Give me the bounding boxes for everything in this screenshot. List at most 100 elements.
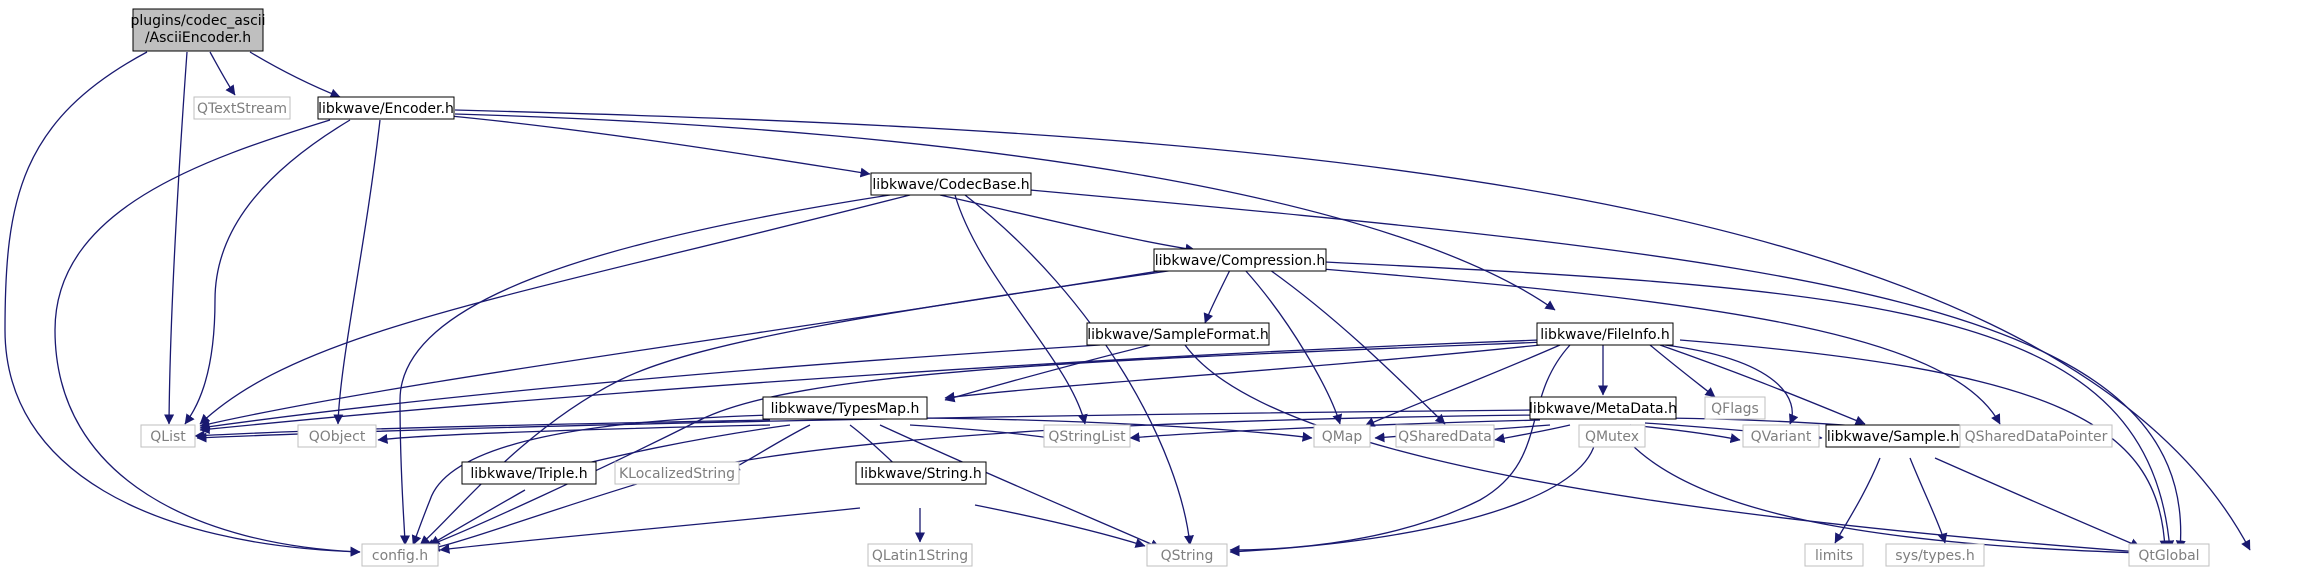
node-metadata-label: libkwave/MetaData.h xyxy=(1529,401,1677,417)
node-qstringlist[interactable]: QStringList xyxy=(1043,424,1131,448)
edge-encoder-to-qobject xyxy=(333,119,381,425)
edge-typesmap-to-qlist xyxy=(194,419,771,441)
node-qshareddata[interactable]: QSharedData xyxy=(1395,424,1495,448)
edge-compression-to-qshareddatapointer xyxy=(1309,267,2001,425)
edge-fileinfo-to-typesmap xyxy=(944,344,1541,402)
edge-root-to-encoder xyxy=(249,51,341,99)
edge-typesmap-to-qobject xyxy=(377,424,771,444)
node-qvariant[interactable]: QVariant xyxy=(1742,424,1820,448)
node-qflags[interactable]: QFlags xyxy=(1704,396,1766,420)
node-qflags-label: QFlags xyxy=(1711,401,1759,417)
edge-sample-to-systypes xyxy=(1909,457,1948,544)
node-sampleformat-label: libkwave/SampleFormat.h xyxy=(1087,327,1269,343)
edge-codecbase-to-qlist xyxy=(199,194,911,425)
edge-sample-to-qtglobal xyxy=(1934,457,2141,548)
node-triple[interactable]: libkwave/Triple.h xyxy=(461,461,597,485)
node-qmutex-label: QMutex xyxy=(1585,429,1639,445)
edge-metadata-to-qvariant xyxy=(1629,424,1741,444)
node-qobject[interactable]: QObject xyxy=(297,424,377,448)
node-compression[interactable]: libkwave/Compression.h xyxy=(1153,248,1327,272)
node-qmap-label: QMap xyxy=(1322,429,1363,445)
node-qlist-label: QList xyxy=(150,429,186,445)
node-sample[interactable]: libkwave/Sample.h xyxy=(1825,424,1961,448)
node-codecbase[interactable]: libkwave/CodecBase.h xyxy=(870,172,1032,196)
node-qstringlist-label: QStringList xyxy=(1048,429,1126,445)
edge-encoder-to-qtglobal xyxy=(454,109,2251,551)
edge-fileinfo-to-qmap xyxy=(1364,344,1561,427)
node-klocalizedstring-label: KLocalizedString xyxy=(619,466,735,482)
edge-metadata-to-config xyxy=(429,414,1536,552)
edge-typesmap-to-qstringlist xyxy=(909,424,1063,444)
node-qshareddatapointer-label: QSharedDataPointer xyxy=(1965,429,2108,445)
edge-fileinfo-to-sample xyxy=(1659,344,1866,426)
node-qmutex[interactable]: QMutex xyxy=(1578,424,1646,448)
node-root-line-2: /AsciiEncoder.h xyxy=(145,30,251,46)
edge-root-to-config xyxy=(4,51,361,557)
edge-metadata-to-qtglobal xyxy=(1614,424,2141,558)
node-qvariant-label: QVariant xyxy=(1751,429,1812,445)
edge-string-to-qstring xyxy=(974,504,1146,548)
node-fileinfo-label: libkwave/FileInfo.h xyxy=(1540,327,1669,343)
edge-fileinfo-to-qvariant xyxy=(1664,344,1799,425)
edge-metadata-to-qstringlist xyxy=(1129,419,1541,443)
edge-compression-to-qmap xyxy=(1244,269,1343,425)
node-sample-label: libkwave/Sample.h xyxy=(1827,429,1959,445)
node-encoder[interactable]: libkwave/Encoder.h xyxy=(317,96,455,120)
edge-compression-to-config xyxy=(419,269,1176,546)
edge-fileinfo-to-qlist xyxy=(199,339,1541,435)
node-qlatin1string-label: QLatin1String xyxy=(872,548,968,564)
edge-sample-to-limits xyxy=(1834,457,1881,544)
edge-sampleformat-to-qtglobal xyxy=(1184,344,2141,557)
edge-codecbase-to-compression xyxy=(939,194,1196,254)
node-klocalizedstring[interactable]: KLocalizedString xyxy=(614,461,740,485)
edge-codecbase-to-qstring xyxy=(964,194,1194,546)
node-string[interactable]: libkwave/String.h xyxy=(855,461,987,485)
dependency-edges xyxy=(4,51,2251,558)
node-triple-label: libkwave/Triple.h xyxy=(470,466,587,482)
edge-metadata-to-qshareddata xyxy=(1494,424,1571,444)
edge-encoder-to-qlist xyxy=(184,119,351,425)
node-qtglobal-label: QtGlobal xyxy=(2138,548,2199,564)
node-qtglobal[interactable]: QtGlobal xyxy=(2128,543,2210,567)
node-root-asciiencoder[interactable]: plugins/codec_ascii /AsciiEncoder.h xyxy=(130,8,266,52)
edge-sampleformat-to-qlist xyxy=(199,344,1101,432)
node-config[interactable]: config.h xyxy=(361,543,439,567)
edge-codecbase-to-qstringlist xyxy=(954,194,1088,425)
node-limits[interactable]: limits xyxy=(1804,543,1864,567)
node-qobject-label: QObject xyxy=(309,429,366,445)
edge-fileinfo-to-qflags xyxy=(1649,344,1716,398)
node-qtextstream[interactable]: QTextStream xyxy=(193,96,291,120)
node-codecbase-label: libkwave/CodecBase.h xyxy=(872,177,1029,193)
node-qtextstream-label: QTextStream xyxy=(197,101,287,117)
node-limits-label: limits xyxy=(1815,548,1853,564)
node-typesmap[interactable]: libkwave/TypesMap.h xyxy=(762,396,928,420)
edge-root-to-qtextstream xyxy=(209,51,236,96)
edge-codecbase-to-qtglobal xyxy=(1029,189,2186,551)
edge-triple-to-config xyxy=(429,489,526,546)
edge-codecbase-to-config xyxy=(399,194,891,546)
node-qlist[interactable]: QList xyxy=(140,424,196,448)
node-compression-label: libkwave/Compression.h xyxy=(1155,253,1326,269)
header-nodes: plugins/codec_ascii /AsciiEncoder.h libk… xyxy=(130,8,2210,567)
node-qmap[interactable]: QMap xyxy=(1313,424,1371,448)
edge-string-to-config xyxy=(439,507,861,554)
node-systypes-label: sys/types.h xyxy=(1895,548,1974,564)
node-qshareddatapointer[interactable]: QSharedDataPointer xyxy=(1959,424,2113,448)
node-qstring[interactable]: QString xyxy=(1146,543,1228,567)
edge-encoder-to-fileinfo xyxy=(454,113,1556,311)
edge-compression-to-sampleformat xyxy=(1203,269,1231,324)
node-encoder-label: libkwave/Encoder.h xyxy=(318,101,454,117)
node-fileinfo[interactable]: libkwave/FileInfo.h xyxy=(1536,322,1674,346)
node-systypes[interactable]: sys/types.h xyxy=(1885,543,1985,567)
node-root-line-1: plugins/codec_ascii xyxy=(130,13,265,29)
node-qstring-label: QString xyxy=(1161,548,1214,564)
edge-root-to-qlist xyxy=(164,51,188,425)
edge-metadata-to-qstring xyxy=(1229,424,1597,557)
node-metadata[interactable]: libkwave/MetaData.h xyxy=(1529,396,1677,420)
node-qlatin1string[interactable]: QLatin1String xyxy=(867,543,973,567)
edge-compression-to-qtglobal xyxy=(1324,261,2175,551)
node-config-label: config.h xyxy=(372,548,428,564)
edge-encoder-to-codecbase xyxy=(439,114,871,178)
node-sampleformat[interactable]: libkwave/SampleFormat.h xyxy=(1086,322,1270,346)
